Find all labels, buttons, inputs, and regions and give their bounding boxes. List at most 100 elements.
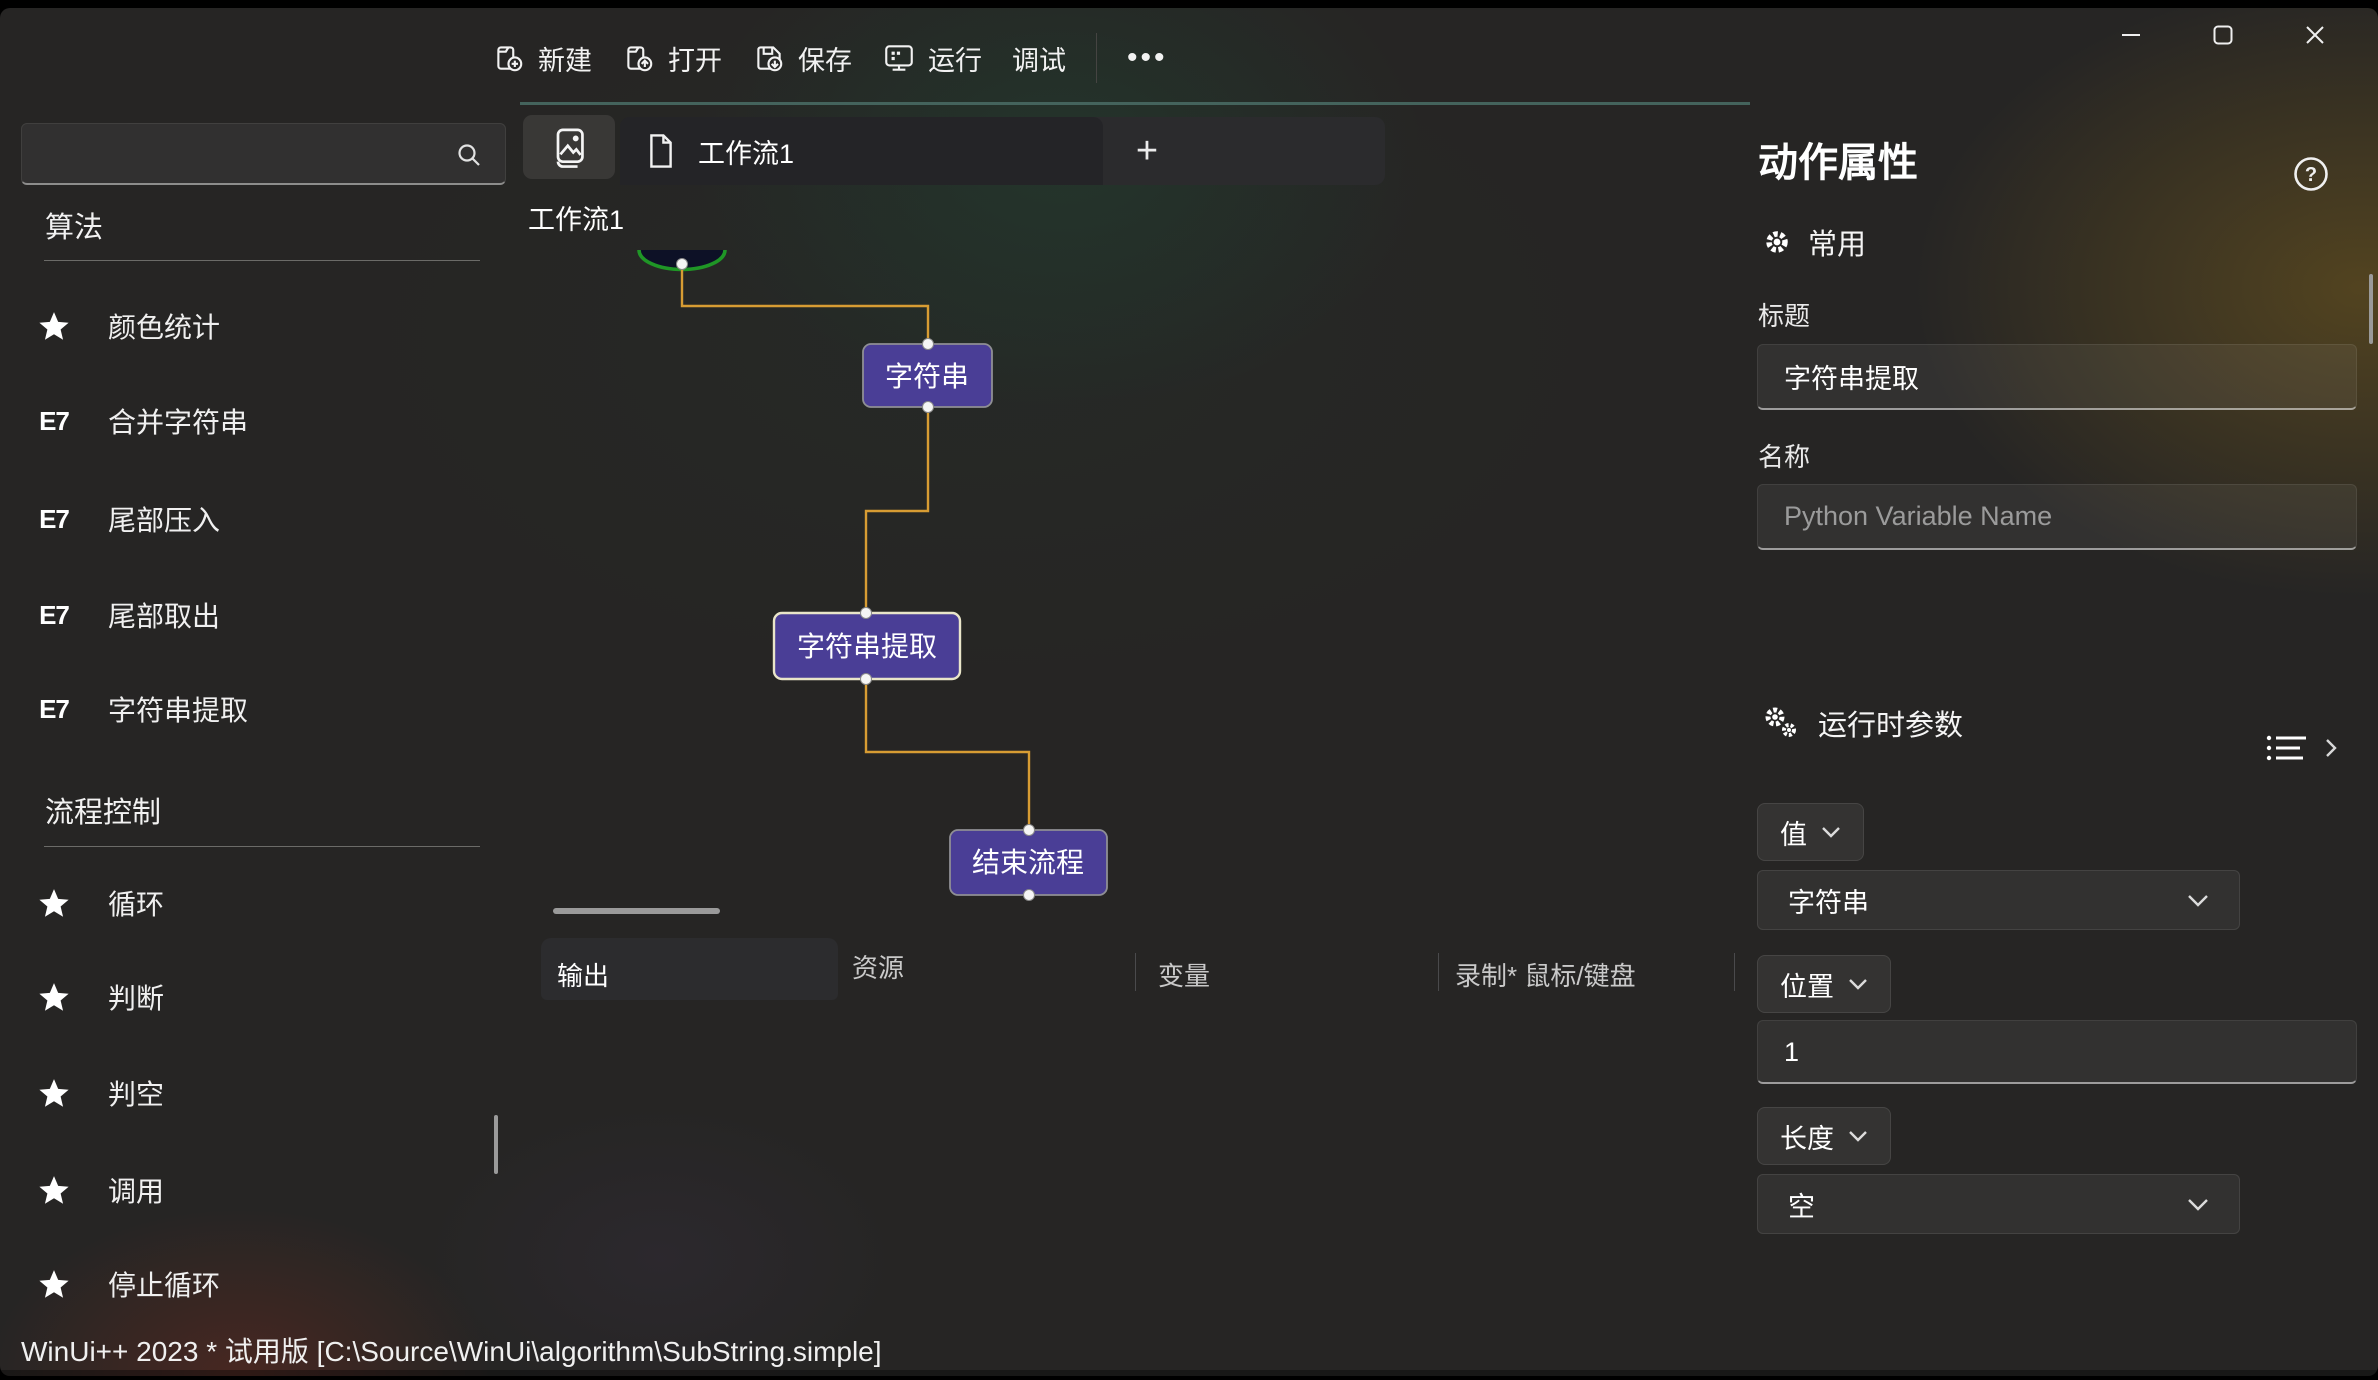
open-button[interactable]: 打开 [622,26,722,90]
section-divider [44,846,480,847]
maximize-icon [2213,25,2233,45]
star-icon [36,308,72,344]
bottom-tab-divider [1135,953,1136,991]
node-end-label: 结束流程 [972,847,1084,878]
port[interactable] [860,673,872,685]
star-icon [36,1075,72,1111]
search-input[interactable] [38,128,442,180]
common-section-label: 常用 [1808,229,1867,261]
help-icon: ? [2294,157,2328,191]
sidebar-item-color-stats[interactable]: 颜色统计 [0,294,506,358]
open-folder-icon [627,46,653,72]
sidebar-item-substring[interactable]: E7 字符串提取 [0,677,506,741]
connector-substring-to-end [864,683,1031,826]
canvas-horizontal-scrollbar[interactable] [553,908,720,914]
chevron-down-icon [2188,1198,2208,1211]
runtime-section-label: 运行时参数 [1818,710,1964,742]
toolbar-divider [1096,33,1097,83]
maximize-button[interactable] [2192,14,2254,56]
e7-badge-icon: E7 [39,405,70,436]
save-button[interactable]: 保存 [752,26,852,90]
sidebar-item-if[interactable]: 判断 [0,965,506,1029]
new-button-label: 新建 [538,45,592,76]
sidebar-item-concat-string[interactable]: E7 合并字符串 [0,389,506,453]
sidebar-item-loop[interactable]: 循环 [0,871,506,935]
sidebar-item-null-check[interactable]: 判空 [0,1061,506,1125]
star-icon [36,1266,72,1302]
title-input[interactable] [1782,347,2332,405]
search-box [21,123,506,185]
name-input[interactable] [1782,487,2332,545]
sidebar-item-label: 合并字符串 [108,407,249,438]
canvas-top-accent-line [520,102,1750,105]
open-button-label: 打开 [668,45,722,76]
toolbar: 新建 打开 保存 运行 [492,26,1168,90]
search-icon [458,144,480,166]
port[interactable] [922,401,934,413]
sidebar-item-label: 判断 [108,983,165,1014]
sidebar-scrollbar[interactable] [494,1115,498,1174]
param-position-field [1757,1020,2357,1084]
bottom-tab-output[interactable]: 输出 [557,961,610,991]
sidebar-item-stop-loop[interactable]: 停止循环 [0,1252,506,1316]
sidebar-item-call[interactable]: 调用 [0,1158,506,1222]
save-button-label: 保存 [798,45,852,76]
chevron-down-icon [1849,979,1867,990]
flow-canvas-title: 工作流1 [528,205,625,235]
workflow-canvas[interactable]: 字符串 字符串提取 结束流程 [506,194,1750,908]
node-substring-label: 字符串提取 [797,631,937,662]
gallery-button[interactable] [523,115,615,179]
runtime-section-header: 运行时参数 [1760,702,1963,744]
window-controls [2100,14,2346,56]
port[interactable] [922,338,934,350]
sidebar-item-tail-push[interactable]: E7 尾部压入 [0,487,506,551]
debug-button[interactable]: 调试 [1012,26,1066,90]
param-position-selector[interactable]: 位置 [1757,955,1891,1013]
sidebar-item-tail-pop[interactable]: E7 尾部取出 [0,583,506,647]
sidebar-item-label: 尾部取出 [108,601,221,632]
tab-workflow1[interactable]: 工作流1 [620,117,1103,185]
param-list-button[interactable] [2266,732,2338,764]
status-bar-text: WinUi++ 2023 * 试用版 [C:\Source\WinUi\algo… [21,1336,882,1367]
port[interactable] [860,607,872,619]
more-ellipsis-icon: ••• [1127,41,1168,74]
run-button[interactable]: 运行 [882,26,982,90]
bottom-tab-resources[interactable]: 资源 [852,953,905,983]
app-window: 新建 打开 保存 运行 [0,8,2378,1376]
star-icon [36,979,72,1015]
new-button[interactable]: 新建 [492,26,592,90]
param-value-selector[interactable]: 值 [1757,803,1864,861]
list-icon [2266,735,2306,761]
gears-icon [1765,707,1796,737]
sidebar-item-label: 颜色统计 [108,312,221,343]
properties-scrollbar[interactable] [2369,274,2373,344]
sidebar-item-label: 循环 [108,889,165,920]
sidebar-item-label: 判空 [108,1079,165,1110]
gallery-icon [556,128,584,168]
connector-string-to-substring [864,411,930,609]
bottom-tab-output-bg[interactable] [541,938,838,1000]
port[interactable] [1023,824,1035,836]
close-button[interactable] [2284,14,2346,56]
port[interactable] [676,258,688,270]
help-button[interactable]: ? [2292,155,2330,193]
param-value-combobox-value: 字符串 [1788,887,1869,918]
minimize-button[interactable] [2100,14,2162,56]
sidebar-item-label: 停止循环 [108,1270,221,1301]
port[interactable] [1023,889,1035,901]
param-length-combobox[interactable]: 空 [1757,1174,2240,1234]
sidebar-section-algorithms: 算法 [45,212,104,244]
svg-text:?: ? [2305,164,2317,186]
add-tab-button[interactable]: + [1118,124,1176,178]
param-value-combobox[interactable]: 字符串 [1757,870,2240,930]
section-divider [44,260,480,261]
tab-workflow1-label: 工作流1 [698,138,795,169]
param-position-input[interactable] [1782,1023,2332,1081]
param-length-selector[interactable]: 长度 [1757,1107,1891,1165]
chevron-down-icon [1822,827,1840,838]
bottom-tab-record[interactable]: 录制* 鼠标/键盘 [1455,961,1636,991]
bottom-tab-variables[interactable]: 变量 [1158,961,1211,991]
document-icon [650,134,672,168]
common-section-header: 常用 [1762,221,1866,263]
more-button[interactable]: ••• [1127,26,1168,90]
